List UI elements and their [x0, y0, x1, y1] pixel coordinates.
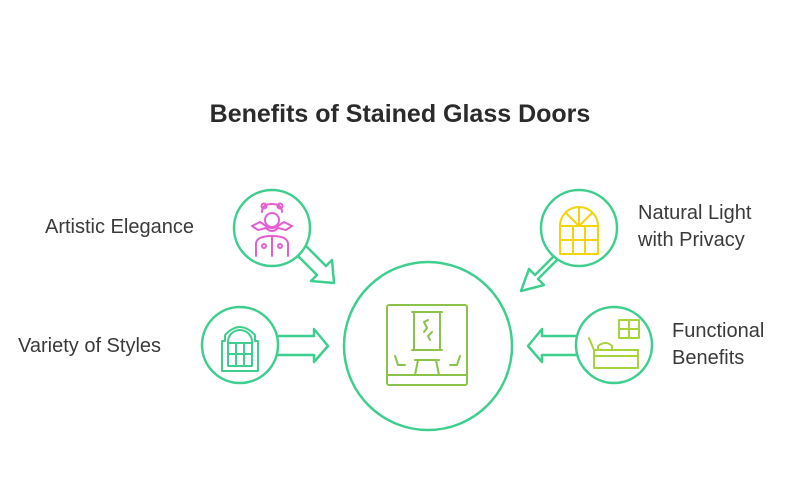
node-artistic-elegance	[232, 188, 336, 285]
label-functional-benefits: Functional Benefits	[672, 318, 764, 372]
node-variety-of-styles	[200, 305, 330, 385]
label-artistic-elegance: Artistic Elegance	[45, 216, 194, 238]
node-functional-benefits	[526, 305, 654, 385]
bed-window-icon	[588, 319, 640, 369]
stained-glass-door-icon	[386, 304, 468, 386]
arched-door-window-icon	[221, 326, 259, 372]
arched-window-icon	[559, 206, 599, 255]
label-line-1: Natural Light	[638, 202, 752, 224]
diagram-title: Benefits of Stained Glass Doors	[209, 100, 591, 128]
label-variety-of-styles: Variety of Styles	[18, 335, 162, 357]
node-natural-light	[519, 188, 619, 293]
label-line-2: Benefits	[672, 347, 745, 369]
label-line-1: Functional	[672, 320, 765, 342]
label-line-2: with Privacy	[638, 229, 745, 251]
ornate-figure-icon	[251, 202, 293, 257]
center-node	[342, 260, 514, 432]
label-natural-light: Natural Light with Privacy	[638, 200, 751, 254]
